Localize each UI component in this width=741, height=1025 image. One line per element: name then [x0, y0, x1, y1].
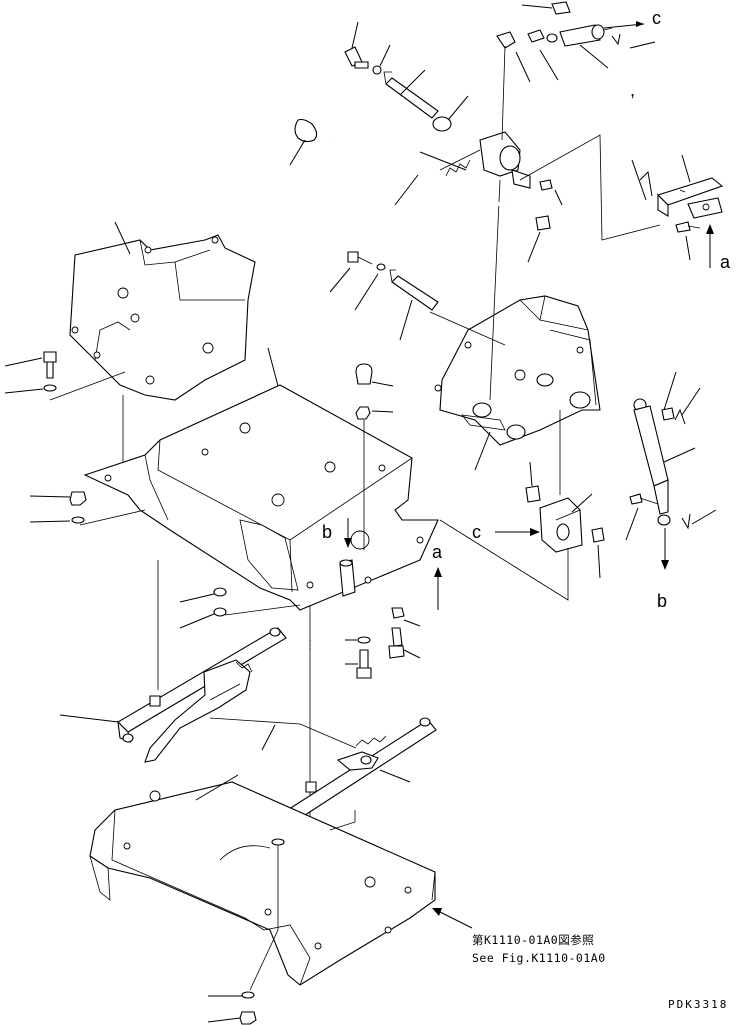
drawing-code: PDK3318 [668, 998, 728, 1011]
slide-lever [144, 659, 253, 763]
right-bracket [434, 295, 601, 446]
top-pin [383, 71, 452, 132]
letter-b-right: b [657, 591, 667, 611]
main-control-box [83, 384, 439, 611]
letter-c-mid: c [472, 522, 481, 542]
slide-block [539, 497, 583, 553]
left-rail [117, 627, 287, 743]
base-frame [89, 781, 436, 986]
reference-note-en: See Fig.K1110-01A0 [472, 951, 606, 965]
knob [355, 363, 373, 420]
top-cylinder [559, 24, 613, 47]
left-bolt [43, 351, 57, 392]
gas-spring [633, 398, 671, 526]
hinge-plate [656, 177, 724, 219]
letter-b-mid: b [322, 522, 332, 542]
top-bolt [344, 46, 382, 75]
letter-a-right: a [720, 252, 731, 272]
left-bracket-plate [69, 234, 256, 401]
reference-note-jp: 第K1110-01A0図参照 [472, 933, 594, 947]
letter-c-top: c [652, 8, 661, 28]
comma-mark: , [630, 80, 635, 100]
pivot-block [439, 131, 531, 189]
letter-a-mid: a [432, 542, 443, 562]
rail-latch [336, 735, 387, 771]
